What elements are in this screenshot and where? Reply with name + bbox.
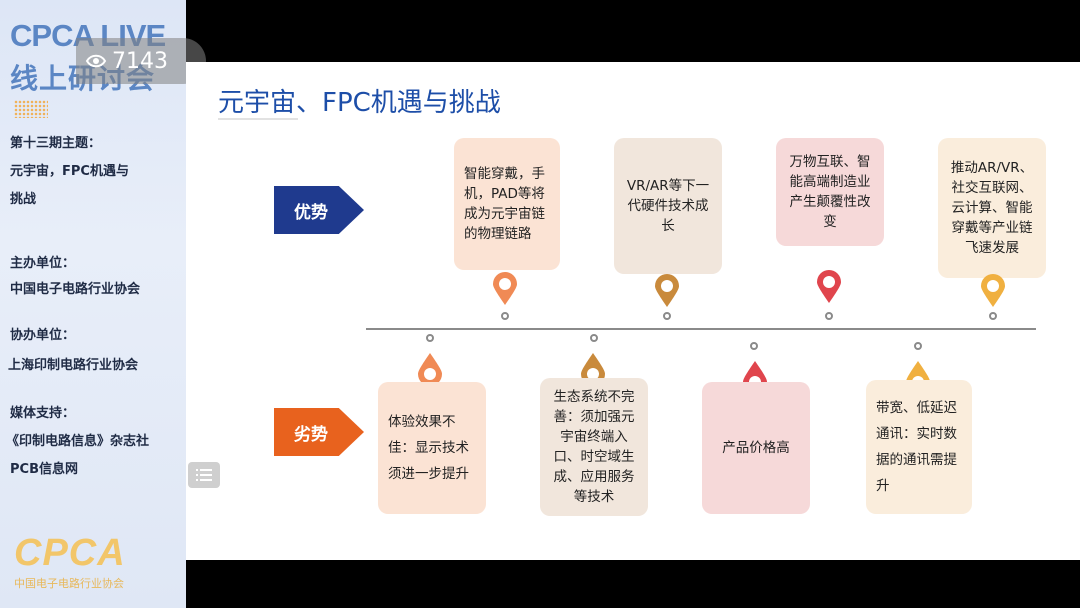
list-icon <box>196 469 212 481</box>
pin-icon <box>817 270 841 303</box>
disadvantage-text-2: 生态系统不完善：须加强元宇宙终端入口、时空域生成、应用服务等技术 <box>553 389 635 505</box>
advantage-text-4: 推动AR/VR、社交互联网、云计算、智能穿戴等产业链飞速发展 <box>950 160 1034 256</box>
timeline-dot <box>426 334 434 342</box>
menu-button[interactable] <box>188 462 220 488</box>
pin-icon <box>655 274 679 307</box>
disadvantage-card-1: 体验效果不佳：显示技术须进一步提升 <box>378 382 486 514</box>
disadvantage-text-4: 带宽、低延迟通讯：实时数据的通讯需提升 <box>876 400 957 494</box>
viewer-count-pill[interactable]: 7143 <box>76 38 206 84</box>
disadvantage-card-3: 产品价格高 <box>702 382 810 514</box>
co-host-label: 协办单位： <box>10 328 76 343</box>
presentation-slide: 元宇宙、FPC机遇与挑战 优势 劣势 智能穿戴，手机，PAD等将成为元宇宙链的物… <box>186 62 1080 560</box>
disadvantage-card-2: 生态系统不完善：须加强元宇宙终端入口、时空域生成、应用服务等技术 <box>540 378 648 516</box>
media-value-1: 《印制电路信息》杂志社 <box>6 434 150 449</box>
sidebar: CPCA LIVE 线上研讨会 第十三期主题： 元宇宙，FPC机遇与 挑战 主办… <box>0 0 186 608</box>
advantage-text-1: 智能穿戴，手机，PAD等将成为元宇宙链的物理链路 <box>464 166 545 242</box>
advantage-card-3: 万物互联、智能高端制造业产生颠覆性改变 <box>776 138 884 246</box>
timeline-dot <box>989 312 997 320</box>
advantage-card-4: 推动AR/VR、社交互联网、云计算、智能穿戴等产业链飞速发展 <box>938 138 1046 278</box>
timeline-dot <box>501 312 509 320</box>
disadvantage-card-4: 带宽、低延迟通讯：实时数据的通讯需提升 <box>866 380 972 514</box>
timeline-dot <box>825 312 833 320</box>
eye-icon <box>85 54 107 68</box>
pin-icon <box>418 353 442 386</box>
timeline-dot <box>750 342 758 350</box>
decorative-dots <box>14 100 48 118</box>
host-label: 主办单位： <box>10 256 76 271</box>
media-label: 媒体支持： <box>10 406 76 421</box>
disadvantage-text-3: 产品价格高 <box>722 440 790 456</box>
viewer-count: 7143 <box>112 48 168 74</box>
topic-line-1: 元宇宙，FPC机遇与 <box>10 164 129 179</box>
timeline-dot <box>914 342 922 350</box>
title-underline <box>218 118 298 120</box>
footer-logo: CPCA <box>14 532 126 574</box>
host-value: 中国电子电路行业协会 <box>10 282 141 297</box>
topic-line-2: 挑战 <box>10 192 37 207</box>
advantage-card-2: VR/AR等下一代硬件技术成长 <box>614 138 722 274</box>
advantage-card-1: 智能穿戴，手机，PAD等将成为元宇宙链的物理链路 <box>454 138 560 270</box>
advantage-text-3: 万物互联、智能高端制造业产生颠覆性改变 <box>789 154 871 230</box>
advantage-label: 优势 <box>274 186 364 234</box>
timeline-dot <box>590 334 598 342</box>
disadvantage-label: 劣势 <box>274 408 364 456</box>
media-value-2: PCB信息网 <box>10 462 78 477</box>
disadvantage-text-1: 体验效果不佳：显示技术须进一步提升 <box>388 414 469 482</box>
topic-label: 第十三期主题： <box>10 136 102 151</box>
slide-title: 元宇宙、FPC机遇与挑战 <box>218 88 501 118</box>
timeline-axis <box>366 328 1036 330</box>
pin-icon <box>493 272 517 305</box>
advantage-text-2: VR/AR等下一代硬件技术成长 <box>626 178 710 234</box>
pin-icon <box>981 274 1005 307</box>
timeline-dot <box>663 312 671 320</box>
pin-icon <box>581 353 605 386</box>
footer-subtitle: 中国电子电路行业协会 <box>14 577 124 590</box>
co-host-value: 上海印制电路行业协会 <box>8 358 139 373</box>
